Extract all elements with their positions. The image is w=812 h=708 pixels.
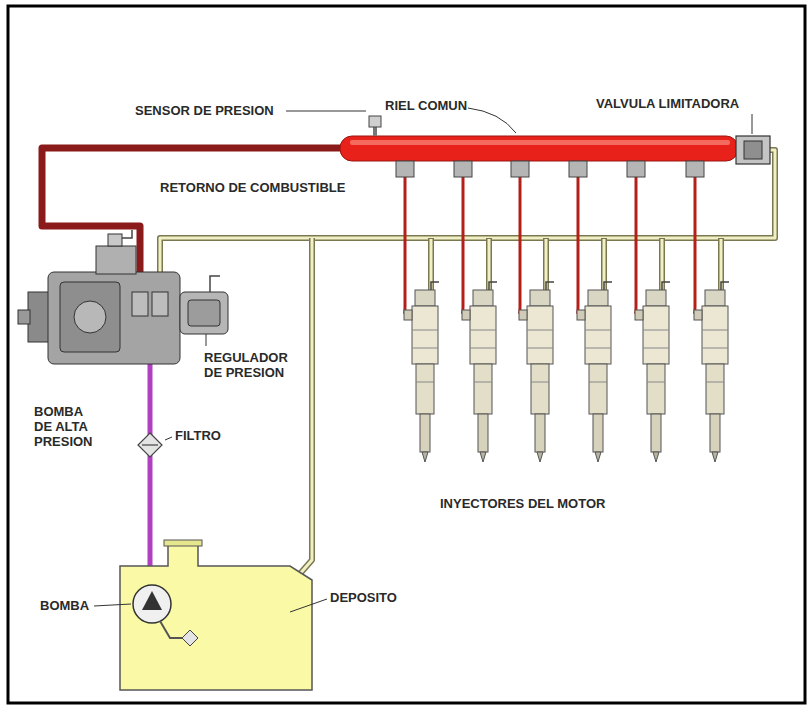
injector-symbol <box>404 282 439 462</box>
part-label: BOMBA DE ALTA PRESION <box>34 404 100 449</box>
injector-symbol <box>462 282 497 462</box>
injector-symbol <box>635 282 670 462</box>
part-label: RETORNO DE COMBUSTIBLE <box>160 180 345 195</box>
part-label: VALVULA LIMITADORA <box>596 96 739 111</box>
injector-symbol <box>694 282 729 462</box>
part-label: DEPOSITO <box>330 590 397 605</box>
injector-symbol <box>519 282 554 462</box>
part-label: RIEL COMUN <box>385 98 467 113</box>
part-label: REGULADOR DE PRESION <box>204 350 294 380</box>
part-label: FILTRO <box>175 428 221 443</box>
injector-symbol <box>577 282 612 462</box>
part-label: SENSOR DE PRESION <box>135 103 274 118</box>
part-label: INYECTORES DEL MOTOR <box>440 496 605 511</box>
part-label: BOMBA <box>40 598 89 613</box>
